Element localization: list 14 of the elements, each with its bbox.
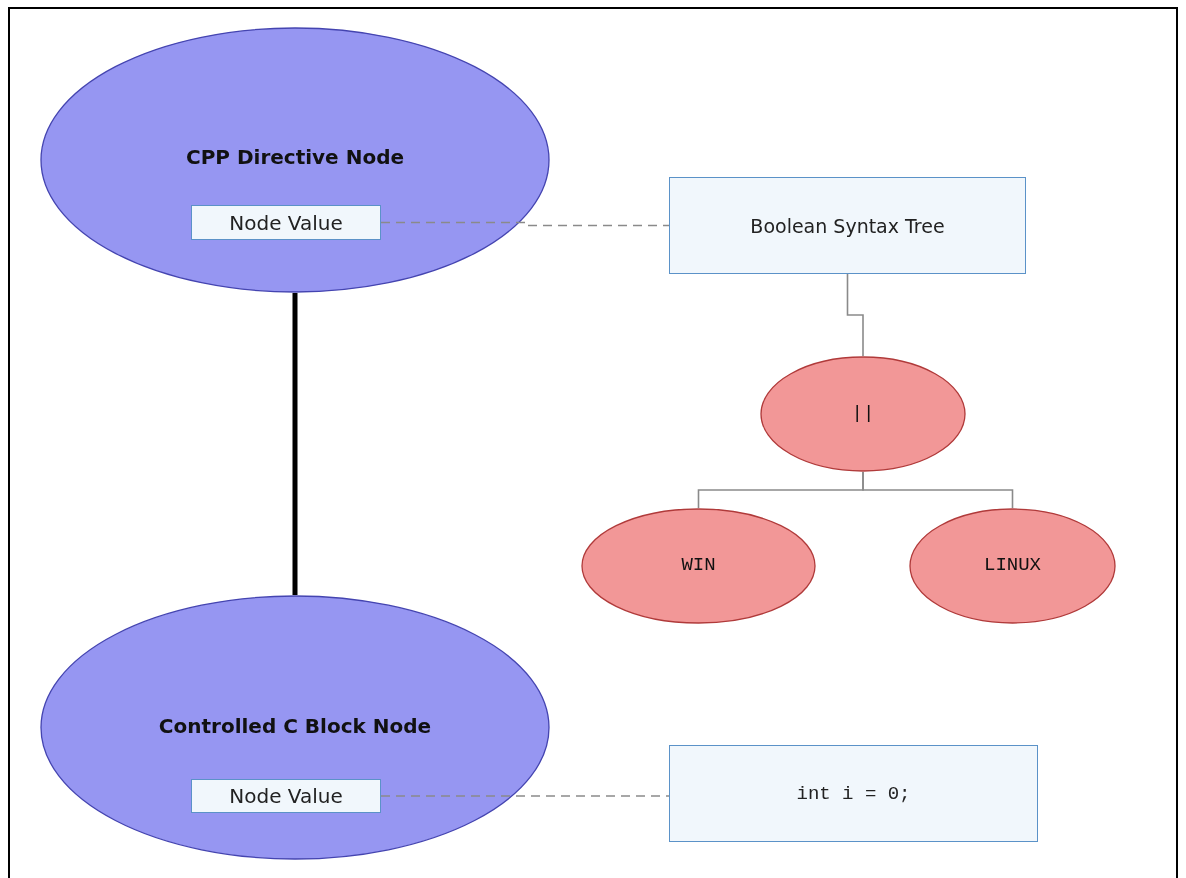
- node-title: CPP Directive Node: [184, 145, 405, 169]
- value-box: Node Value: [191, 779, 381, 813]
- value-box: Boolean Syntax Tree: [669, 177, 1026, 274]
- value-box: Node Value: [191, 205, 381, 240]
- node-label: ||: [850, 402, 876, 424]
- node-label: LINUX: [983, 554, 1042, 576]
- dashed-connector: [380, 795, 670, 797]
- dashed-connector: [380, 221, 670, 227]
- node-label: WIN: [680, 554, 717, 576]
- connector-line: [862, 471, 1014, 509]
- node-title: Controlled C Block Node: [157, 714, 433, 738]
- connector-line: [846, 273, 864, 357]
- connector-line: [292, 293, 298, 595]
- value-box: int i = 0;: [669, 745, 1038, 842]
